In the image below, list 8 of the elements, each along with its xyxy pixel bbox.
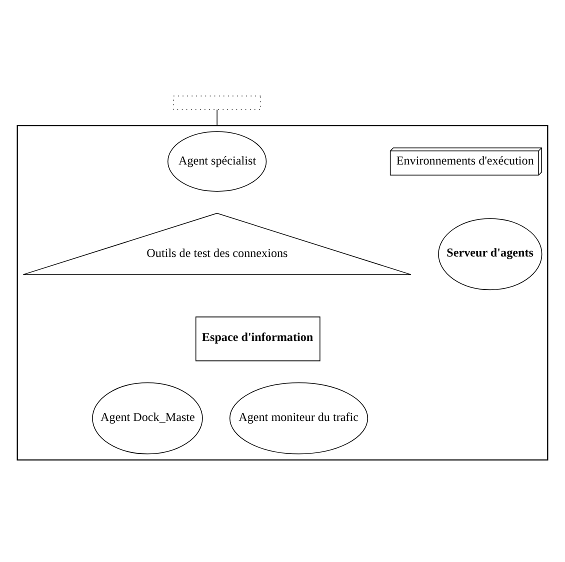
connector bbox=[216, 109, 218, 126]
node-ellipse: Agent moniteur du trafic bbox=[229, 382, 368, 454]
node-box bbox=[173, 96, 261, 110]
node-ellipse: Serveur d'agents bbox=[438, 218, 542, 290]
node-box: Espace d'information bbox=[196, 316, 320, 362]
cluster bbox=[16, 124, 548, 460]
node-ellipse: Agent spécialist bbox=[168, 131, 267, 192]
node-ellipse: Agent Dock_Maste bbox=[92, 382, 203, 454]
